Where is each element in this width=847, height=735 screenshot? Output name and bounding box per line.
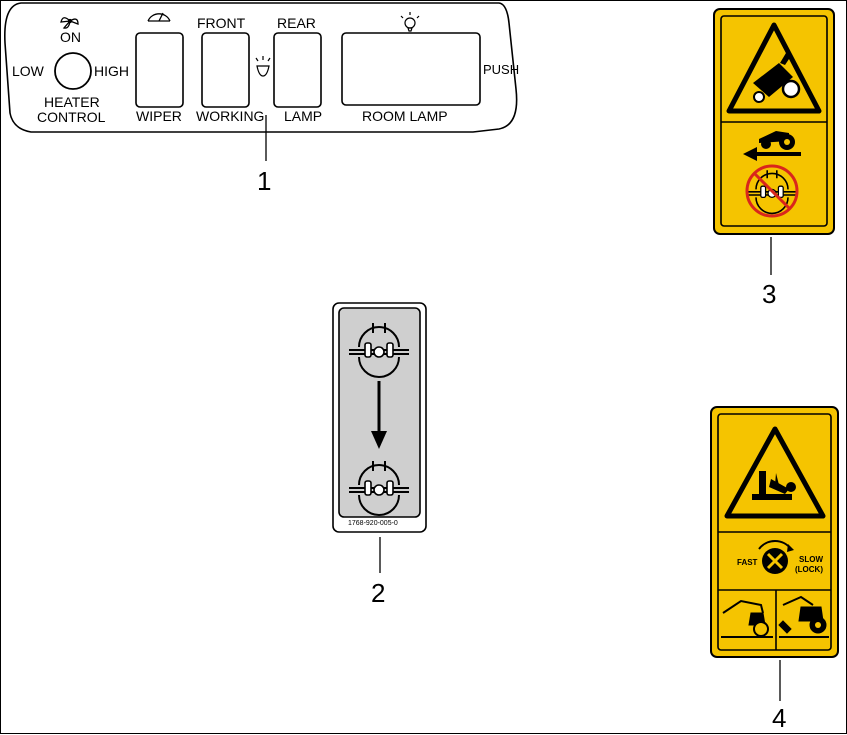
heater-high-label: HIGH	[94, 63, 129, 79]
work-lamp-icon	[255, 56, 271, 77]
fan-icon	[60, 17, 79, 29]
fast-label: FAST	[737, 558, 758, 567]
front-working-switch-slot	[201, 32, 250, 108]
switch-panel-decal	[4, 2, 518, 161]
crushed-person-icon	[752, 471, 796, 500]
heater-on-label: ON	[60, 29, 81, 45]
callout-4: 4	[772, 703, 787, 733]
tractor-icon	[759, 131, 795, 150]
heater-knob	[54, 52, 92, 90]
lamp-label: LAMP	[284, 108, 323, 124]
heater-label-line2: CONTROL	[37, 109, 106, 125]
front-label: FRONT	[197, 15, 246, 31]
heater-label-line1: HEATER	[44, 94, 100, 110]
speed-dial-icon	[758, 540, 794, 574]
loader-lowering-icon	[721, 599, 773, 638]
overturned-tractor-icon	[753, 53, 801, 103]
room-lamp-switch-slot	[341, 32, 481, 106]
diff-lock-decal	[332, 302, 427, 573]
lock-label: (LOCK)	[795, 565, 823, 574]
heater-low-label: LOW	[12, 63, 44, 79]
reverse-arrow-icon	[743, 147, 801, 161]
rollover-warning-decal	[713, 8, 835, 275]
down-arrow-icon	[371, 381, 387, 449]
working-label: WORKING	[196, 108, 265, 124]
crush-warning-decal	[710, 406, 839, 701]
part-number: 1768-920-005-0	[348, 520, 398, 527]
warning-triangle-icon	[724, 426, 826, 519]
callout-1: 1	[257, 166, 272, 196]
callout-3: 3	[762, 279, 777, 309]
bulb-icon	[400, 12, 420, 32]
room-lamp-label: ROOM LAMP	[362, 108, 448, 124]
wiper-switch-slot	[135, 32, 184, 108]
wiper-icon	[147, 12, 171, 22]
rear-lamp-switch-slot	[273, 32, 322, 108]
push-label: PUSH	[483, 62, 520, 77]
rear-label: REAR	[277, 15, 316, 31]
callout-2: 2	[371, 578, 386, 608]
backhoe-icon	[778, 595, 829, 638]
prohibit-icon	[745, 164, 799, 218]
wiper-label: WIPER	[136, 108, 182, 124]
slow-label: SLOW	[799, 555, 823, 564]
